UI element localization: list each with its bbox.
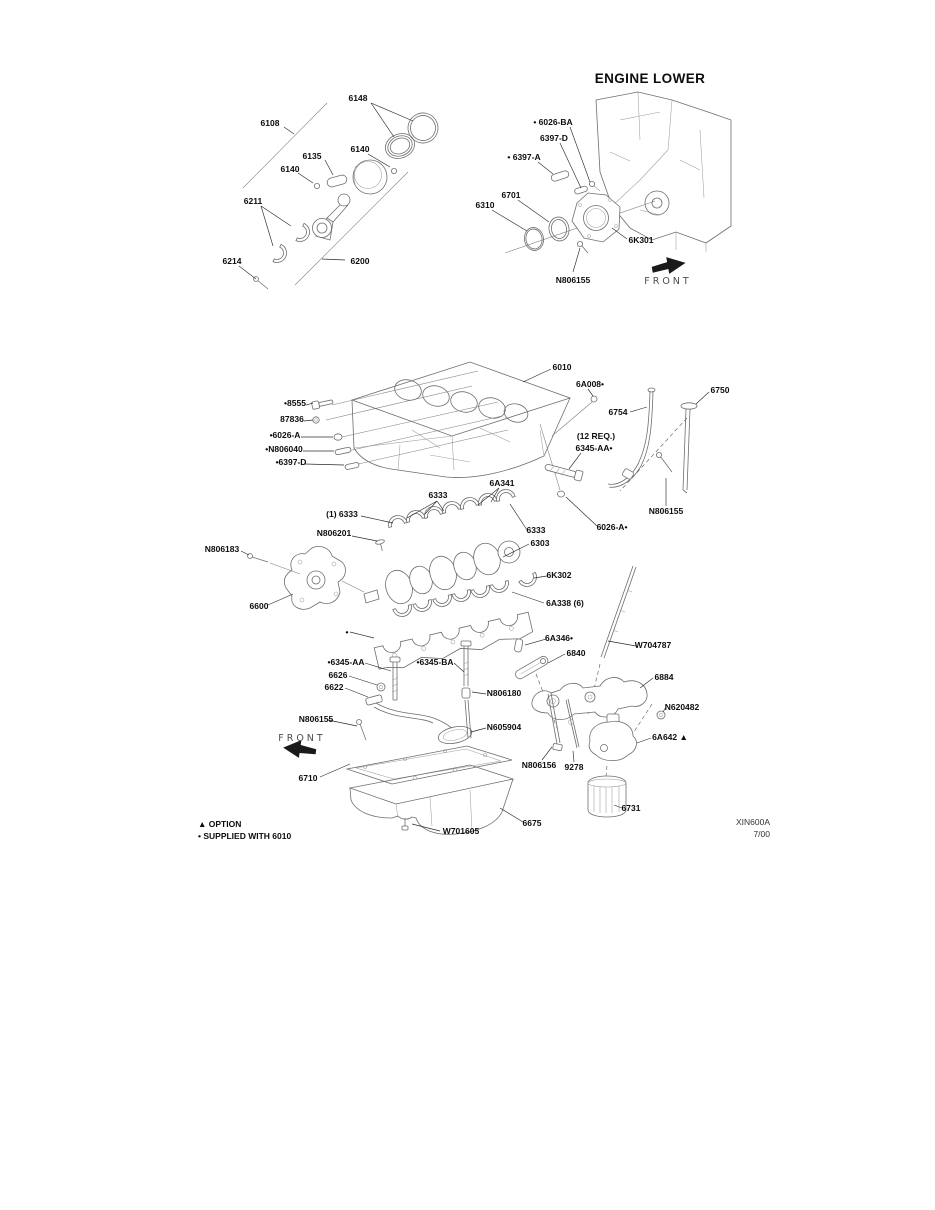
part-label: 6397-D — [540, 133, 568, 143]
leader-lines — [238, 102, 710, 832]
part-label: (1) 6333 — [326, 509, 358, 519]
part-label: N620482 — [665, 702, 700, 712]
oil-filter-drawing — [515, 565, 666, 818]
part-label: 6675 — [523, 818, 542, 828]
front-arrow-icon — [283, 740, 317, 758]
part-label: 6731 — [622, 803, 641, 813]
part-label: N806156 — [522, 760, 557, 770]
part-label: 6701 — [502, 190, 521, 200]
doc-code: XIN600A — [736, 817, 770, 827]
doc-date: 7/00 — [753, 829, 770, 839]
crankshaft-drawing — [247, 486, 541, 670]
part-label: W701605 — [443, 826, 480, 836]
part-label: 6140 — [281, 164, 300, 174]
engine-block-drawing — [311, 361, 598, 491]
front-arrow-icon — [651, 257, 686, 274]
part-label: 6K301 — [628, 235, 653, 245]
part-label: •6026-A — [270, 430, 301, 440]
part-label: • 6026-BA — [533, 117, 572, 127]
part-label: 6333 — [527, 525, 546, 535]
part-label: N806155 — [556, 275, 591, 285]
front-label-top: FRONT — [644, 276, 691, 287]
dipstick-drawing — [544, 387, 698, 498]
part-label: (12 REQ.) — [577, 431, 615, 441]
part-label: N605904 — [487, 722, 522, 732]
part-label: 6200 — [351, 256, 370, 266]
part-label: 6622 — [325, 682, 344, 692]
part-label: 6600 — [250, 601, 269, 611]
pickup-pan-drawing — [283, 640, 515, 835]
part-label: 87836 — [280, 414, 304, 424]
part-label: 6345-AA• — [576, 443, 613, 453]
part-label: •N806040 — [265, 444, 303, 454]
part-label: N806180 — [487, 688, 522, 698]
part-label: 6333 — [429, 490, 448, 500]
rear-cover-assembly-drawing — [504, 91, 732, 274]
part-label: 6108 — [261, 118, 280, 128]
part-label: 9278 — [565, 762, 584, 772]
part-label: 6303 — [531, 538, 550, 548]
part-label: 6211 — [244, 196, 263, 206]
part-label: N806183 — [205, 544, 240, 554]
part-label: 6K302 — [546, 570, 571, 580]
part-label: 6148 — [349, 93, 368, 103]
part-label: 6840 — [567, 648, 586, 658]
part-label: • — [346, 627, 349, 637]
part-label: 6754 — [609, 407, 628, 417]
part-label: N806155 — [649, 506, 684, 516]
part-label: 6135 — [303, 151, 322, 161]
part-label: •6397-D — [276, 457, 307, 467]
legend-supplied: • SUPPLIED WITH 6010 — [198, 831, 291, 841]
part-label: 6A642 ▲ — [652, 732, 688, 742]
part-label: 6010 — [553, 362, 572, 372]
part-label: 6A346• — [545, 633, 573, 643]
legend-option: ▲ OPTION — [198, 819, 241, 829]
page-title: ENGINE LOWER — [595, 71, 706, 86]
part-label: •6345-BA — [417, 657, 454, 667]
part-label: 6214 — [223, 256, 242, 266]
piston-rod-assembly-drawing — [242, 102, 439, 290]
part-label: 6A341 — [489, 478, 514, 488]
part-label: 6026-A• — [597, 522, 628, 532]
part-label: •6345-AA — [328, 657, 365, 667]
part-label: 6310 — [476, 200, 495, 210]
part-label: 6A338 (6) — [546, 598, 584, 608]
part-label: W704787 — [635, 640, 672, 650]
part-label: 6750 — [711, 385, 730, 395]
part-label: 6140 — [351, 144, 370, 154]
part-label: 6884 — [655, 672, 674, 682]
part-label: 6A008• — [576, 379, 604, 389]
part-label: N806155 — [299, 714, 334, 724]
part-label: • 6397-A — [507, 152, 540, 162]
part-label: •8555 — [284, 398, 306, 408]
part-label: N806201 — [317, 528, 352, 538]
front-label-bottom: FRONT — [278, 733, 325, 744]
part-label: 6710 — [299, 773, 318, 783]
part-label: 6626 — [329, 670, 348, 680]
